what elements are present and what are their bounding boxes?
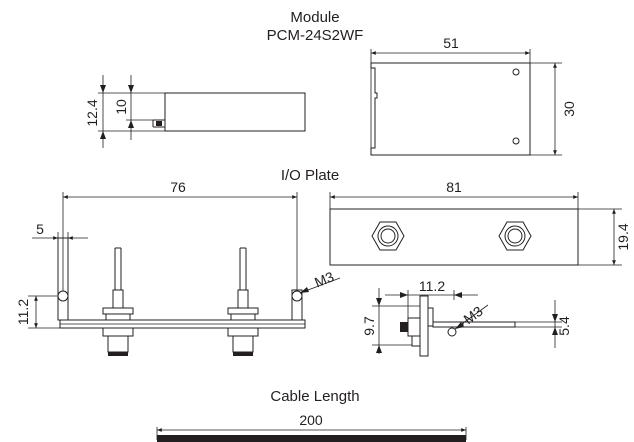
cable-title: Cable Length [270, 388, 359, 405]
dim-module-height: 30 [561, 101, 577, 117]
module-side-view: 12.4 10 [84, 75, 306, 148]
dim-side-width: 11.2 [419, 278, 445, 294]
dim-module-width: 51 [443, 35, 459, 51]
dim-plate-height: 19.4 [615, 223, 631, 250]
dim-post-offset: 5 [36, 221, 44, 237]
cable-length-label: 200 [299, 412, 323, 428]
io-plate-section: I/O Plate [15, 167, 631, 357]
module-title: Module [290, 9, 339, 26]
dim-plate-length: 81 [446, 179, 462, 195]
cable-section: Cable Length 200 [156, 388, 467, 442]
dim-hole-spacing: 76 [170, 179, 186, 195]
io-plate-top-view: 81 19.4 [329, 179, 631, 266]
module-model: PCM-24S2WF [267, 27, 364, 44]
dim-module-thickness-total: 12.4 [84, 99, 100, 126]
dim-side-offset: 5.4 [556, 316, 572, 336]
dim-side-height: 9.7 [361, 316, 377, 336]
dim-post-height: 11.2 [15, 299, 31, 325]
screw-label-front: M3 [312, 268, 336, 290]
io-plate-side-view: 11.2 9.7 5.4 M3 [361, 278, 572, 357]
io-plate-title: I/O Plate [281, 167, 339, 184]
cable-bar [157, 435, 466, 442]
io-plate-front-view: 76 5 11.2 M3 [15, 179, 341, 356]
dim-module-thickness-body: 10 [113, 99, 129, 115]
module-section: Module PCM-24S2WF 12.4 10 [84, 9, 577, 156]
module-top-view: 51 30 [370, 35, 577, 156]
